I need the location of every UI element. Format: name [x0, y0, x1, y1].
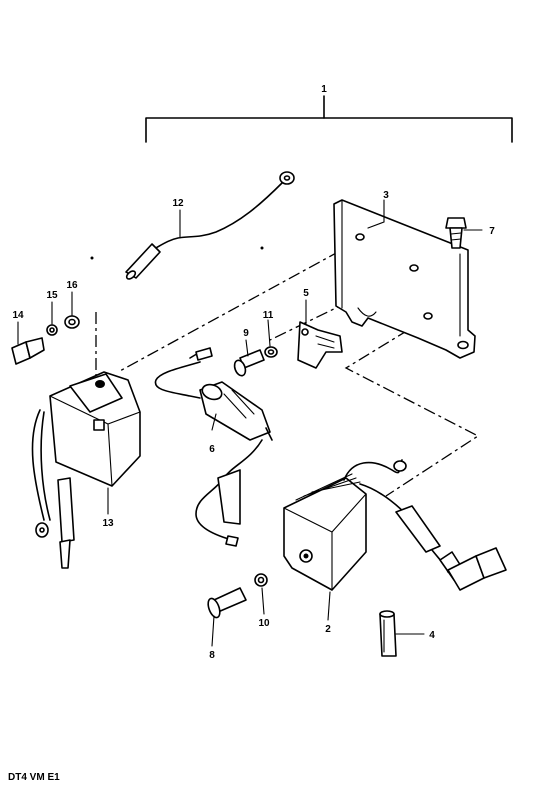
label-6: 6: [209, 444, 215, 455]
mounting-hole: [409, 264, 419, 272]
label-16: 16: [66, 280, 78, 291]
washer-16[interactable]: [64, 315, 80, 329]
washer-10[interactable]: [254, 573, 268, 587]
diagram-code: DT4 VM E1: [8, 772, 60, 783]
label-7: 7: [489, 226, 495, 237]
sleeve-4[interactable]: [379, 610, 397, 657]
screw-9[interactable]: [233, 349, 265, 377]
mounting-hole: [457, 340, 469, 350]
washer-11[interactable]: [264, 346, 278, 358]
screw-8[interactable]: [206, 587, 247, 619]
assembly-bracket: [145, 95, 513, 143]
holder-5[interactable]: [297, 321, 343, 369]
label-2: 2: [325, 624, 331, 635]
mounting-hole: [355, 233, 365, 241]
label-13: 13: [102, 518, 114, 529]
lead-wire-12[interactable]: [125, 171, 295, 281]
label-5: 5: [303, 288, 309, 299]
label-3: 3: [383, 190, 389, 201]
condenser-6[interactable]: [154, 347, 273, 547]
part-labels: 1 3 7 12 5 11 9 6 13 14 15 16 2 10 8 4: [12, 84, 495, 661]
rectifier-2[interactable]: [283, 459, 507, 591]
label-10: 10: [258, 618, 270, 629]
label-9: 9: [243, 328, 249, 339]
label-11: 11: [263, 310, 274, 321]
label-1: 1: [321, 84, 327, 95]
mounting-plate[interactable]: [333, 199, 476, 359]
bolt-7[interactable]: [445, 217, 467, 249]
stray-dot: [90, 256, 94, 260]
callout-leaders: [17, 199, 483, 647]
label-8: 8: [209, 650, 215, 661]
stray-dot: [260, 246, 264, 250]
label-12: 12: [172, 198, 184, 209]
mounting-hole: [423, 312, 433, 320]
bolt-14[interactable]: [11, 337, 45, 365]
label-4: 4: [429, 630, 435, 641]
label-14: 14: [12, 310, 24, 321]
washer-15[interactable]: [46, 324, 58, 336]
ignition-coil-13[interactable]: [31, 371, 141, 569]
label-15: 15: [46, 290, 58, 301]
